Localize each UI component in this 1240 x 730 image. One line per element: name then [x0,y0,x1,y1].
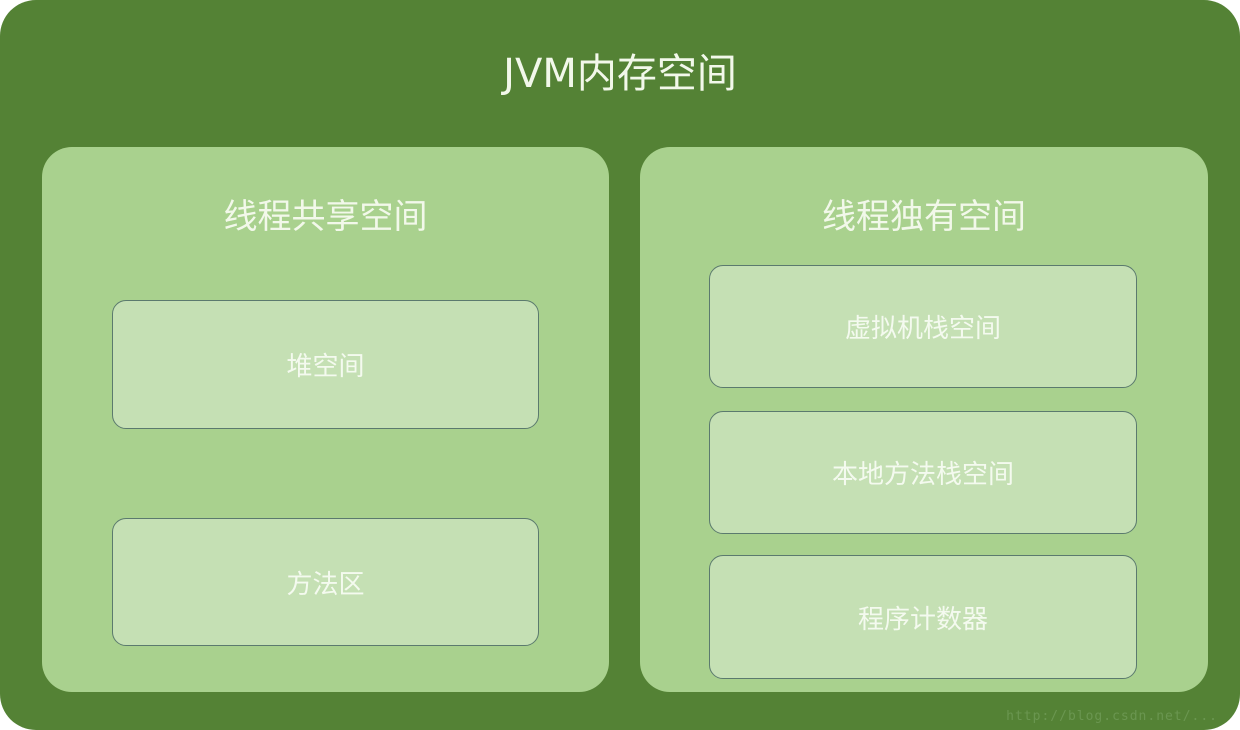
heap-space-box: 堆空间 [112,300,539,429]
vm-stack-label: 虚拟机栈空间 [844,314,1001,344]
native-method-stack-box: 本地方法栈空间 [709,411,1137,534]
program-counter-box: 程序计数器 [709,555,1137,679]
native-method-stack-label: 本地方法栈空间 [831,460,1014,490]
heap-space-label: 堆空间 [286,352,365,382]
watermark-text: http://blog.csdn.net/... [1006,709,1218,724]
program-counter-label: 程序计数器 [857,604,988,635]
diagram-title: JVM内存空间 [503,51,737,97]
method-area-label: 方法区 [286,569,365,600]
thread-private-title: 线程独有空间 [822,197,1026,237]
vm-stack-box: 虚拟机栈空间 [709,265,1137,388]
thread-shared-panel: 线程共享空间 堆空间 方法区 [42,147,609,692]
method-area-box: 方法区 [112,518,539,646]
thread-private-panel: 线程独有空间 虚拟机栈空间 本地方法栈空间 程序计数器 [640,147,1208,692]
thread-shared-title: 线程共享空间 [223,197,428,237]
